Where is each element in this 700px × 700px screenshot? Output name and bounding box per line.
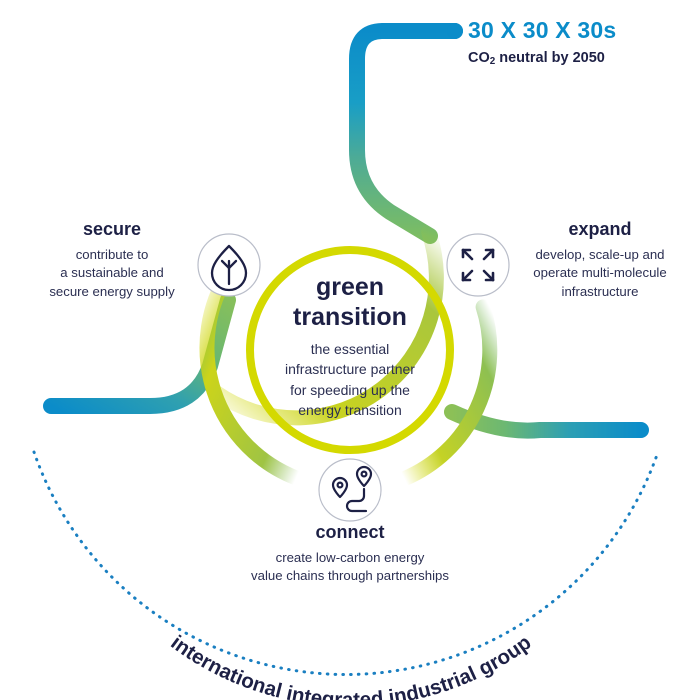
kpi-subtitle-post: neutral by 2050 [495,50,605,66]
kpi-subtitle-pre: CO [468,50,490,66]
kpi-bullet [447,23,463,39]
node-connect[interactable]: connect create low-carbon energy value c… [175,521,525,586]
ring-segment-right [396,299,498,487]
ring-segment-upper-left [209,224,444,426]
node-connect-desc-line-2: value chains through partnerships [251,568,449,584]
center-title: green transition [255,273,445,332]
node-connect-desc-line-1: create low-carbon energy [275,549,425,565]
node-connect-title: connect [315,522,385,542]
pipe-top-right [349,23,463,244]
node-connect-description: create low-carbon energy value chains th… [175,549,525,586]
node-expand-desc-line-1: develop, scale-up and [535,246,665,262]
inner-ring [246,246,454,454]
node-expand-title: expand [568,219,632,239]
node-secure[interactable]: secure contribute to a sustainable and s… [22,218,202,302]
center-title-line-2: transition [293,302,407,331]
map-route-pins-icon [331,465,373,513]
kpi-block: 30 X 30 X 30s CO2 neutral by 2050 [468,17,616,67]
kpi-subtitle-subscript: 2 [489,56,496,68]
node-expand-desc-line-3: infrastructure [561,283,639,299]
node-expand[interactable]: expand develop, scale-up and operate mul… [505,218,695,302]
ring-segment-lower-left [199,265,304,486]
kpi-subtitle: CO2 neutral by 2050 [468,50,616,67]
node-secure-desc-line-1: contribute to [75,246,149,262]
curved-footer-text: international integrated industrial grou… [166,631,535,700]
node-badge-secure[interactable] [197,233,261,297]
node-expand-desc-line-2: operate multi-molecule [533,265,667,281]
center-title-line-1: green [315,273,385,301]
pipe-right [444,404,649,439]
center-desc-line-2: infrastructure partner [285,361,415,378]
node-badge-expand[interactable] [446,233,510,297]
center-desc-line-4: energy transition [298,401,402,418]
center-description: the essential infrastructure partner for… [255,339,445,420]
center-desc-line-1: the essential [310,341,390,357]
node-expand-description: develop, scale-up and operate multi-mole… [505,246,695,302]
center-block: green transition the essential infrastru… [255,273,445,420]
node-secure-title: secure [82,219,142,239]
node-badge-connect[interactable] [318,458,382,522]
kpi-title: 30 X 30 X 30s [468,17,617,43]
leaf-icon [210,244,248,292]
node-secure-desc-line-3: secure energy supply [49,283,175,299]
center-desc-line-3: for speeding up the [290,381,410,398]
expand-arrows-icon [461,248,495,282]
node-secure-desc-line-2: a sustainable and [60,265,164,281]
node-secure-description: contribute to a sustainable and secure e… [22,246,202,302]
